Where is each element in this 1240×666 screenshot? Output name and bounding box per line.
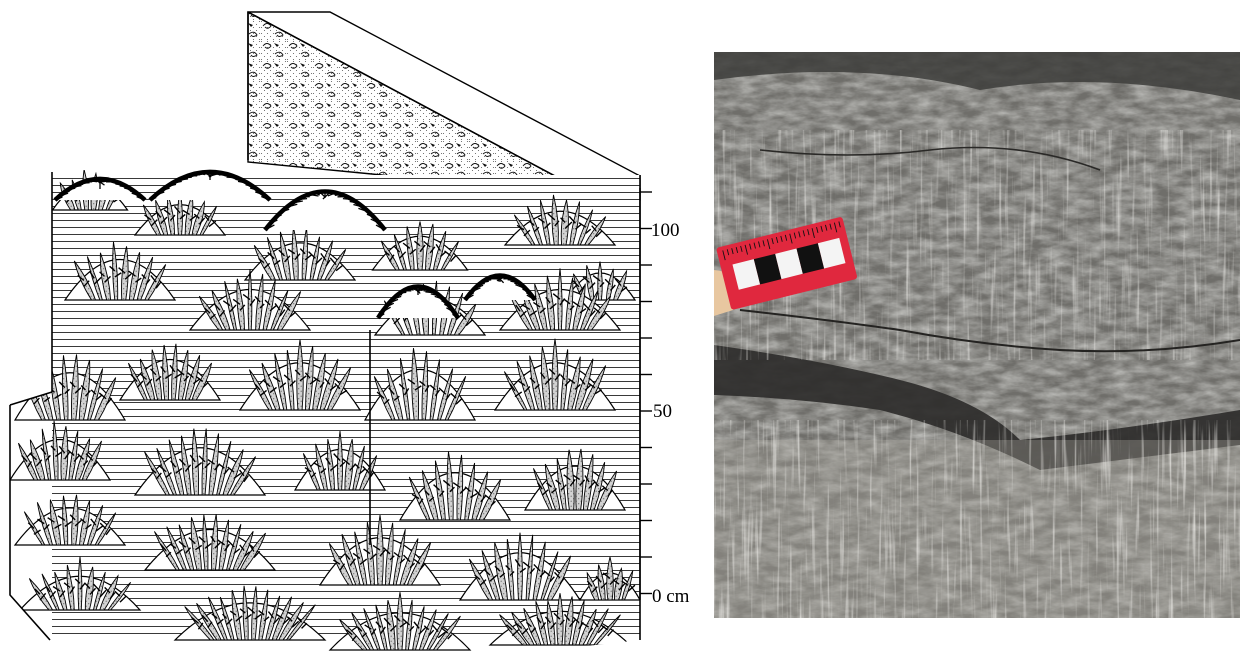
depth-scale: 100 50 0 cm	[640, 188, 690, 607]
scale-ticks	[640, 192, 652, 594]
outcrop-photograph	[714, 52, 1240, 620]
scale-label-100: 100	[651, 220, 680, 241]
scale-label-50: 50	[653, 401, 672, 422]
scale-label-0cm: 0 cm	[652, 586, 690, 607]
block-diagram-illustration: 100 50 0 cm	[10, 12, 690, 650]
